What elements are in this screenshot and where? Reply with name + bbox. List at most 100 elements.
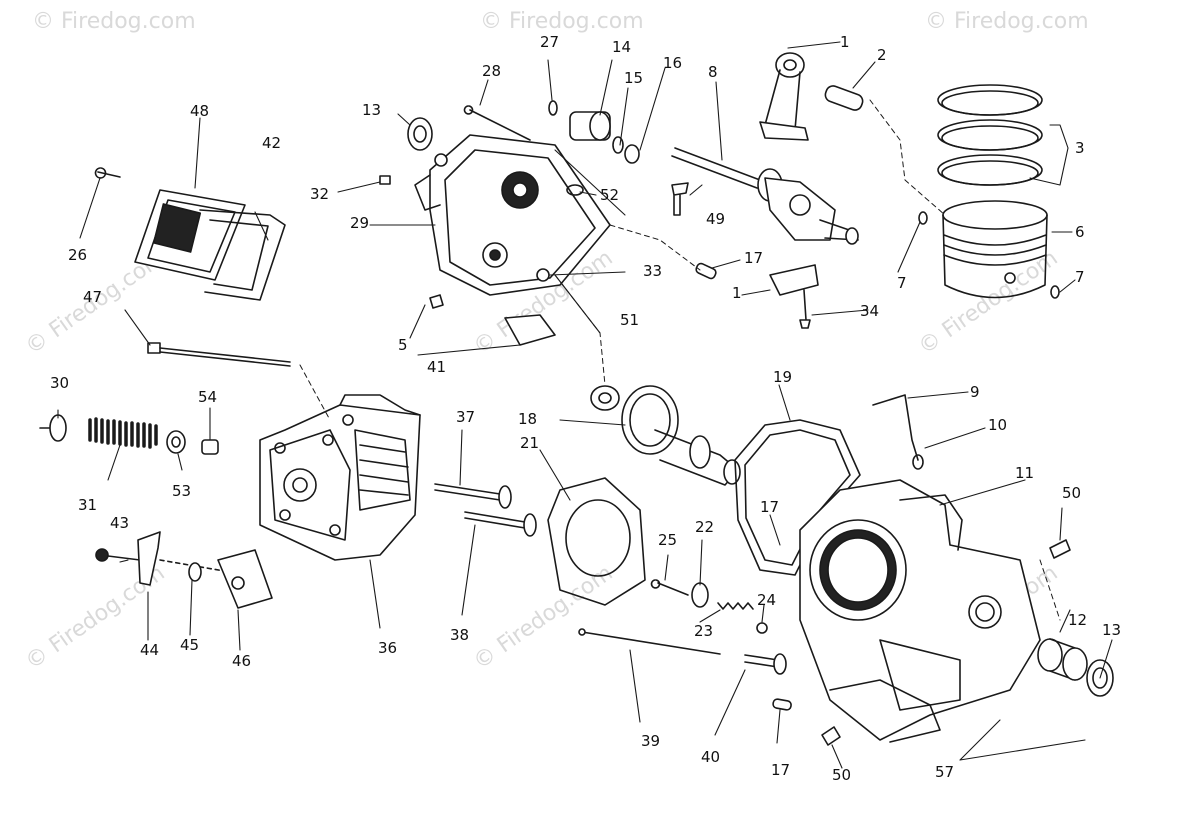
callout-12: 12: [1068, 611, 1087, 629]
callout-54: 54: [198, 388, 217, 406]
clip-7b: [1050, 285, 1060, 299]
callout-8: 8: [708, 63, 718, 81]
callout-9: 9: [970, 383, 980, 401]
watermark: © Firedog.com: [32, 9, 196, 34]
callout-labels: 1 1 2 3 5 6 7 7 8 9 10 11 12 13 13 14 15…: [50, 33, 1121, 784]
pin-17-top: [695, 262, 717, 280]
callout-43: 43: [110, 514, 129, 532]
callout-2: 2: [877, 46, 887, 64]
callout-14: 14: [612, 38, 631, 56]
plug-50a: [1049, 539, 1071, 559]
callout-25: 25: [658, 531, 677, 549]
callout-50: 50: [1062, 484, 1081, 502]
bolt-34: [799, 289, 811, 329]
callout-39: 39: [641, 732, 660, 750]
callout-41: 41: [427, 358, 446, 376]
callout-49: 49: [706, 210, 725, 228]
callout-53: 53: [172, 482, 191, 500]
camshaft: [590, 385, 741, 486]
connecting-rod: [759, 52, 864, 141]
callout-48: 48: [190, 102, 209, 120]
callout-17: 17: [760, 498, 779, 516]
callout-7: 7: [897, 274, 907, 292]
sensor-9-10: [872, 394, 919, 461]
watermark: © Firedog.com: [480, 9, 644, 34]
callout-44: 44: [140, 641, 159, 659]
ball-24: [756, 622, 768, 634]
oring-52: [566, 184, 584, 196]
bolt-47: [147, 342, 291, 367]
nut-5: [429, 294, 444, 309]
callout-38: 38: [450, 626, 469, 644]
callout-21: 21: [520, 434, 539, 452]
callout-13: 13: [1102, 621, 1121, 639]
crankcase: [799, 479, 1041, 743]
callout-33: 33: [643, 262, 662, 280]
callout-11: 11: [1015, 464, 1034, 482]
callout-10: 10: [988, 416, 1007, 434]
callout-36: 36: [378, 639, 397, 657]
callout-46: 46: [232, 652, 251, 670]
valve-cover: [134, 189, 286, 301]
gasket-21: [547, 477, 646, 606]
cylinder-head: [259, 394, 421, 561]
callout-17: 17: [771, 761, 790, 779]
callout-52: 52: [600, 186, 619, 204]
callout-34: 34: [860, 302, 879, 320]
pushrod-39: [578, 628, 721, 655]
callout-23: 23: [694, 622, 713, 640]
callout-24: 24: [757, 591, 776, 609]
callout-32: 32: [310, 185, 329, 203]
callout-37: 37: [456, 408, 475, 426]
callout-22: 22: [695, 518, 714, 536]
callout-42: 42: [262, 134, 281, 152]
callout-18: 18: [518, 410, 537, 428]
callout-6: 6: [1075, 223, 1085, 241]
pump-49: [671, 182, 689, 216]
callout-31: 31: [78, 496, 97, 514]
guide-lines: [299, 99, 1061, 621]
callout-5: 5: [398, 336, 408, 354]
piston-rings: [937, 84, 1043, 186]
sensor-41: [504, 314, 556, 346]
bearing-parts: [548, 100, 640, 164]
callout-19: 19: [773, 368, 792, 386]
callout-28: 28: [482, 62, 501, 80]
callout-30: 30: [50, 374, 69, 392]
plug-50b: [821, 726, 841, 746]
pin-17-bottom: [772, 698, 792, 711]
callout-47: 47: [83, 288, 102, 306]
dowel-32: [379, 175, 391, 185]
watermark: © Firedog.com: [469, 561, 617, 675]
callout-15: 15: [624, 69, 643, 87]
callout-17: 17: [744, 249, 763, 267]
callout-40: 40: [701, 748, 720, 766]
callout-13: 13: [362, 101, 381, 119]
leader-lines: [57, 41, 1113, 769]
valve-spring-assembly: [39, 414, 219, 455]
spring-23: [717, 602, 754, 610]
piston: [942, 200, 1048, 299]
crankshaft: [671, 147, 859, 245]
screw-26: [94, 167, 121, 179]
rocker-assembly: [95, 531, 273, 609]
callout-57: 57: [935, 763, 954, 781]
oil-seal-13: [407, 117, 433, 151]
callout-7: 7: [1075, 268, 1085, 286]
callout-1: 1: [840, 33, 850, 51]
callout-45: 45: [180, 636, 199, 654]
callout-51: 51: [620, 311, 639, 329]
callout-29: 29: [350, 214, 369, 232]
rod-cap: [769, 264, 819, 296]
watermark: © Firedog.com: [925, 9, 1089, 34]
bolt-28: [463, 105, 531, 141]
arm-22: [691, 582, 709, 608]
callout-27: 27: [540, 33, 559, 51]
callout-16: 16: [663, 54, 682, 72]
callout-50: 50: [832, 766, 851, 784]
bearing-12: [1037, 638, 1088, 681]
crankcase-cover: [414, 134, 611, 296]
callout-1: 1: [732, 284, 742, 302]
valves: [434, 483, 537, 537]
